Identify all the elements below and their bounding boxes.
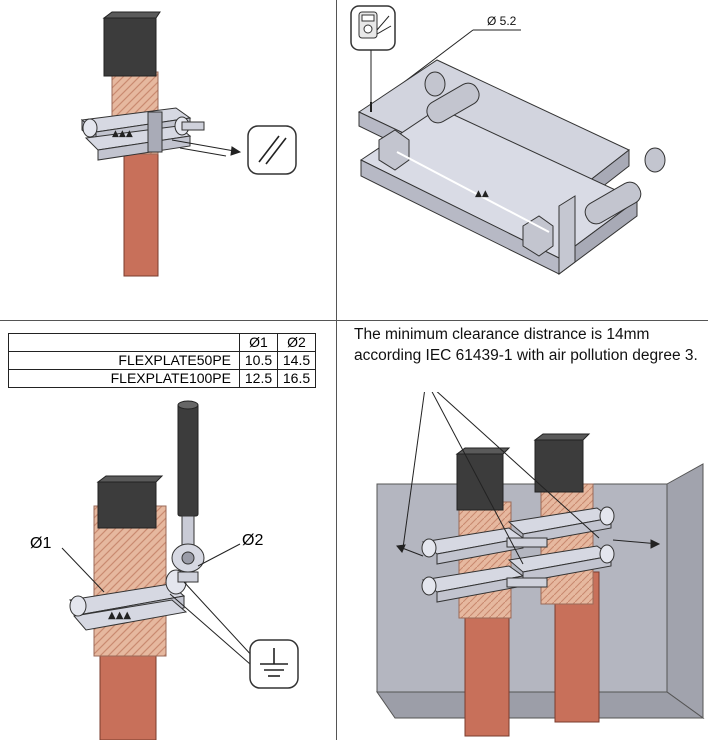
panel-top-left: ▲▲▲ xyxy=(0,0,336,320)
table-row: FLEXPLATE100PE 12.5 16.5 xyxy=(8,369,316,388)
panel-bottom-right xyxy=(337,392,708,740)
panel-top-right: Ø 5.2 ▲▲ xyxy=(337,0,708,320)
clearance-note: The minimum clearance distrance is 14mm … xyxy=(354,326,698,364)
enclosure-installation-illustration xyxy=(376,392,705,737)
svg-text:▲▲: ▲▲ xyxy=(475,189,489,199)
panel-bottom-left: ▲▲▲ xyxy=(0,396,336,740)
parallel-symbol-icon xyxy=(247,125,297,175)
table-row: FLEXPLATE50PE 10.5 14.5 xyxy=(8,351,316,370)
clamp-detail-illustration: Ø 5.2 ▲▲ xyxy=(350,5,666,275)
steel-clamp: ▲▲▲ xyxy=(68,569,199,631)
copper-bar-1 xyxy=(464,609,510,737)
insulation-block xyxy=(103,17,157,77)
braided-section-1 xyxy=(458,501,512,619)
svg-text:▲▲▲: ▲▲▲ xyxy=(108,610,131,621)
table-cell: 12.5 xyxy=(239,369,278,388)
earth-cable-lug xyxy=(171,400,205,573)
steel-clamp: ▲▲▲ xyxy=(80,107,205,161)
vertical-divider xyxy=(336,0,337,740)
clearance-arrows xyxy=(396,392,661,565)
table-cell: 14.5 xyxy=(277,351,316,370)
probe-hole-dimension: Ø 5.2 xyxy=(487,14,517,28)
table-header-cell: Ø2 xyxy=(277,333,316,352)
dimension-table: Ø1 Ø2 FLEXPLATE50PE 10.5 14.5 FLEXPLATE1… xyxy=(8,333,316,388)
insulation-block-2 xyxy=(534,439,584,493)
table-cell: FLEXPLATE100PE xyxy=(8,369,240,388)
table-header-cell: Ø1 xyxy=(239,333,278,352)
clamp-body: ▲▲ xyxy=(357,59,666,275)
insulation-block xyxy=(97,481,157,529)
clamp-on-busbar-illustration: ▲▲▲ xyxy=(80,11,297,277)
diameter-2-label: Ø2 xyxy=(242,532,264,549)
table-cell: 16.5 xyxy=(277,369,316,388)
steel-clamps xyxy=(421,506,615,603)
table-header-row: Ø1 Ø2 xyxy=(8,333,316,352)
braided-section-2 xyxy=(540,483,594,605)
table-cell: FLEXPLATE50PE xyxy=(8,351,240,370)
svg-text:▲▲▲: ▲▲▲ xyxy=(112,129,133,139)
earth-ground-icon xyxy=(249,639,299,689)
horizontal-divider xyxy=(0,320,708,321)
braided-section xyxy=(93,505,167,657)
table-cell: 10.5 xyxy=(239,351,278,370)
copper-bar xyxy=(123,149,159,277)
earthing-connection-illustration: ▲▲▲ xyxy=(61,400,299,740)
diameter-1-label: Ø1 xyxy=(30,535,52,552)
table-header-cell xyxy=(8,333,240,352)
multimeter-icon xyxy=(350,5,396,51)
clearance-arrows xyxy=(171,139,242,157)
